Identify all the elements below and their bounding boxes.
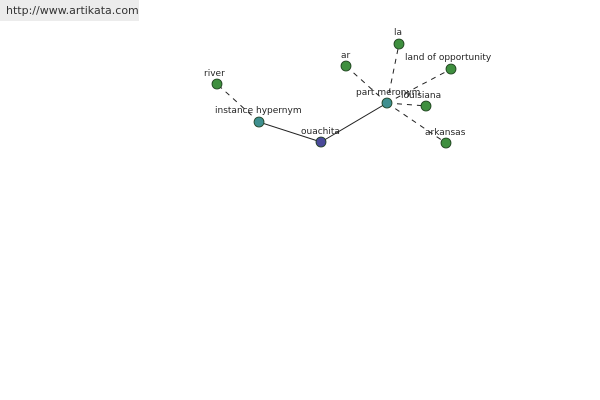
graph-edges [216, 43, 452, 144]
node-label-louisiana: louisiana [401, 91, 441, 101]
node-part-meronym[interactable] [381, 97, 393, 109]
node-ar[interactable] [340, 60, 352, 72]
edge-part-meronym-to-land-of-opportunity [386, 68, 452, 104]
node-label-land-of-opportunity: land of opportunity [405, 53, 492, 63]
node-label-part-meronym: part meronym [356, 88, 420, 98]
node-arkansas[interactable] [440, 137, 452, 149]
node-instance-hypernym[interactable] [253, 116, 265, 128]
node-land-of-opportunity[interactable] [445, 63, 457, 75]
node-ouachita[interactable] [315, 136, 327, 148]
node-label-ouachita: ouachita [301, 127, 340, 137]
node-label-river: river [204, 69, 225, 79]
edge-ouachita-to-instance-hypernym [258, 121, 322, 143]
node-label-la: la [394, 28, 402, 38]
graph-labels: ouachita instance hypernym part meronym riv… [204, 28, 492, 138]
node-river[interactable] [211, 78, 223, 90]
node-label-instance-hypernym: instance hypernym [215, 106, 302, 116]
node-label-arkansas: arkansas [425, 128, 466, 138]
edge-part-meronym-to-arkansas [386, 102, 447, 144]
node-label-ar: ar [341, 51, 351, 61]
node-louisiana[interactable] [420, 100, 432, 112]
edge-ouachita-to-part-meronym [320, 102, 388, 143]
edge-part-meronym-to-louisiana [386, 102, 427, 107]
watermark-text: http://www.artikata.com [6, 4, 139, 17]
node-la[interactable] [393, 38, 405, 50]
edge-part-meronym-to-la [386, 43, 400, 104]
graph-nodes [211, 38, 457, 149]
edge-instance-hypernym-to-river [216, 83, 260, 123]
watermark-banner: http://www.artikata.com [0, 0, 139, 21]
